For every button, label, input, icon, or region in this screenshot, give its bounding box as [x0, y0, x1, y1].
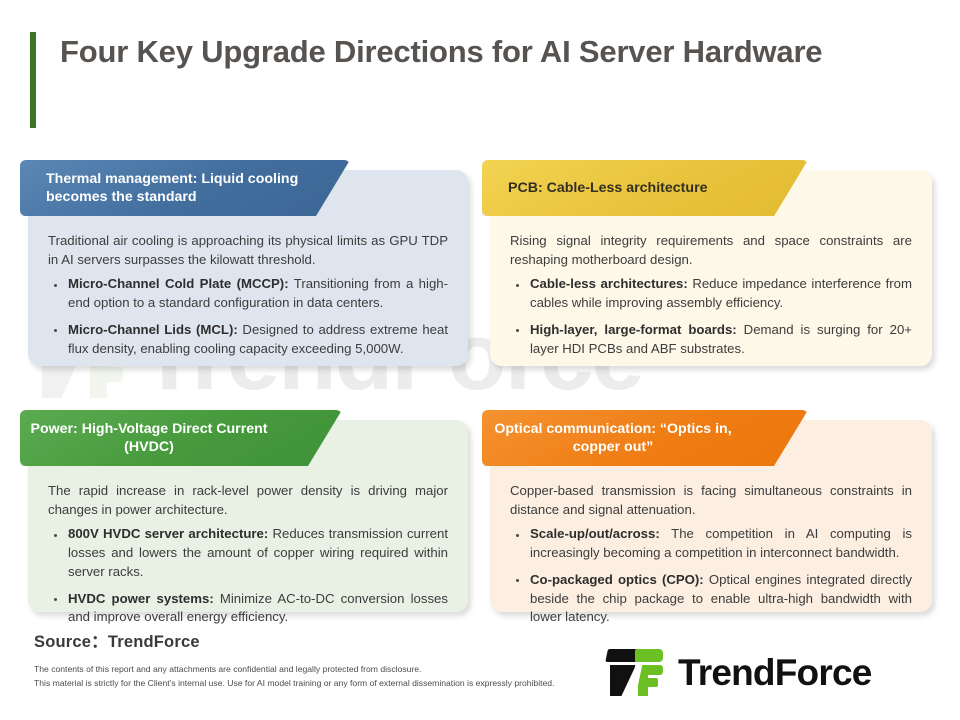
- card-content: Copper-based transmission is facing simu…: [490, 472, 932, 624]
- card-thermal-management: Thermal management: Liquid cooling becom…: [28, 170, 468, 366]
- card-banner-label: Thermal management: Liquid cooling becom…: [46, 170, 299, 205]
- list-item: 800V HVDC server architecture: Reduces t…: [52, 525, 448, 581]
- bullet-text: The competition in AI computing is incre…: [530, 526, 912, 561]
- bullet-text: Demand is surging for 20+ layer HDI PCBs…: [530, 321, 912, 356]
- page-title-block: Four Key Upgrade Directions for AI Serve…: [30, 32, 910, 130]
- trendforce-logo-mark-icon: [605, 647, 666, 697]
- card-bullet-list: Cable-less architectures: Reduce impedan…: [510, 275, 912, 358]
- bullet-dot-icon: [54, 533, 57, 537]
- disclaimer-line-1: The contents of this report and any atta…: [34, 664, 422, 674]
- bullet-dot-icon: [516, 533, 519, 537]
- bullet-term: Cable-less architectures:: [530, 276, 688, 292]
- bullet-dot-icon: [54, 329, 57, 333]
- bullet-text: Transitioning from a high-end option to …: [68, 276, 448, 311]
- bullet-text: Reduces transmission current losses and …: [68, 526, 448, 579]
- bullet-term: 800V HVDC server architecture:: [68, 526, 269, 542]
- list-item: Scale-up/out/across: The competition in …: [514, 525, 912, 562]
- bullet-dot-icon: [516, 329, 519, 333]
- card-banner-pcb: PCB: Cable-Less architecture: [482, 160, 808, 216]
- trendforce-logo-text: TrendForce: [678, 651, 872, 693]
- card-pcb-architecture: PCB: Cable-Less architecture Rising sign…: [490, 170, 932, 366]
- card-lead-text: The rapid increase in rack-level power d…: [48, 483, 448, 517]
- card-bullet-list: Scale-up/out/across: The competition in …: [510, 525, 912, 627]
- bullet-dot-icon: [516, 579, 519, 583]
- card-banner-label: Optical communication: “Optics in, coppe…: [494, 420, 732, 455]
- card-banner-power: Power: High-Voltage Direct Current (HVDC…: [20, 410, 342, 466]
- card-content: Rising signal integrity requirements and…: [490, 222, 932, 366]
- trendforce-logo: TrendForce: [605, 646, 872, 698]
- disclaimer-line-2: This material is strictly for the Client…: [34, 677, 555, 688]
- list-item: HVDC power systems: Minimize AC-to-DC co…: [52, 590, 448, 627]
- bullet-term: Scale-up/out/across:: [530, 526, 660, 542]
- card-banner-thermal: Thermal management: Liquid cooling becom…: [20, 160, 350, 216]
- bullet-text: Optical engines integrated directly besi…: [530, 571, 912, 625]
- list-item: Co-packaged optics (CPO): Optical engine…: [514, 571, 912, 627]
- footer: Source：TrendForce The contents of this r…: [34, 628, 934, 691]
- bullet-term: Co-packaged optics (CPO):: [530, 571, 704, 587]
- page-title: Four Key Upgrade Directions for AI Serve…: [60, 34, 823, 69]
- card-content: Traditional air cooling is approaching i…: [28, 222, 468, 366]
- card-lead-text: Rising signal integrity requirements and…: [510, 233, 912, 267]
- bullet-text: Reduce impedance interference from cable…: [530, 276, 913, 311]
- bullet-term: Micro-Channel Lids (MCL):: [68, 321, 238, 337]
- card-lead-text: Copper-based transmission is facing simu…: [510, 483, 912, 517]
- bullet-text: Minimize AC-to-DC conversion losses and …: [68, 590, 448, 625]
- source-label: Source：TrendForce: [34, 633, 200, 651]
- title-accent-bar: [30, 32, 36, 128]
- card-banner-label: Power: High-Voltage Direct Current (HVDC…: [30, 420, 268, 455]
- bullet-dot-icon: [516, 283, 519, 287]
- card-banner-optical: Optical communication: “Optics in, coppe…: [482, 410, 808, 466]
- bullet-term: HVDC power systems:: [68, 590, 214, 606]
- bullet-dot-icon: [54, 597, 57, 601]
- card-power-hvdc: Power: High-Voltage Direct Current (HVDC…: [28, 420, 468, 624]
- card-banner-label: PCB: Cable-Less architecture: [508, 179, 708, 196]
- list-item: Cable-less architectures: Reduce impedan…: [514, 275, 912, 312]
- card-bullet-list: 800V HVDC server architecture: Reduces t…: [48, 525, 448, 627]
- card-optical-communication: Optical communication: “Optics in, coppe…: [490, 420, 932, 624]
- card-content: The rapid increase in rack-level power d…: [28, 472, 468, 624]
- card-bullet-list: Micro-Channel Cold Plate (MCCP): Transit…: [48, 275, 448, 358]
- list-item: Micro-Channel Cold Plate (MCCP): Transit…: [52, 275, 448, 312]
- list-item: High-layer, large-format boards: Demand …: [514, 321, 912, 358]
- bullet-term: Micro-Channel Cold Plate (MCCP):: [68, 276, 289, 292]
- disclaimer: The contents of this report and any atta…: [34, 663, 934, 691]
- bullet-dot-icon: [54, 283, 57, 287]
- list-item: Micro-Channel Lids (MCL): Designed to ad…: [52, 321, 448, 358]
- bullet-text: Designed to address extreme heat flux de…: [68, 321, 448, 356]
- bullet-term: High-layer, large-format boards:: [530, 321, 737, 337]
- card-lead-text: Traditional air cooling is approaching i…: [48, 233, 448, 267]
